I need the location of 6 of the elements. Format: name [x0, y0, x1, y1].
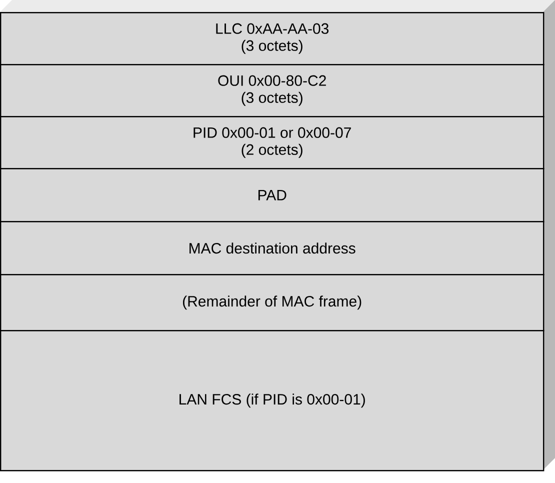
field-band: (Remainder of MAC frame) [0, 274, 544, 332]
field-band: PID 0x00-01 or 0x00-07 (2 octets) [0, 116, 544, 170]
field-band: PAD [0, 168, 544, 222]
field-band: MAC destination address [0, 221, 544, 276]
field-band: OUI 0x00-80-C2 (3 octets) [0, 64, 544, 118]
field-band: LLC 0xAA-AA-03 (3 octets) [0, 12, 544, 66]
